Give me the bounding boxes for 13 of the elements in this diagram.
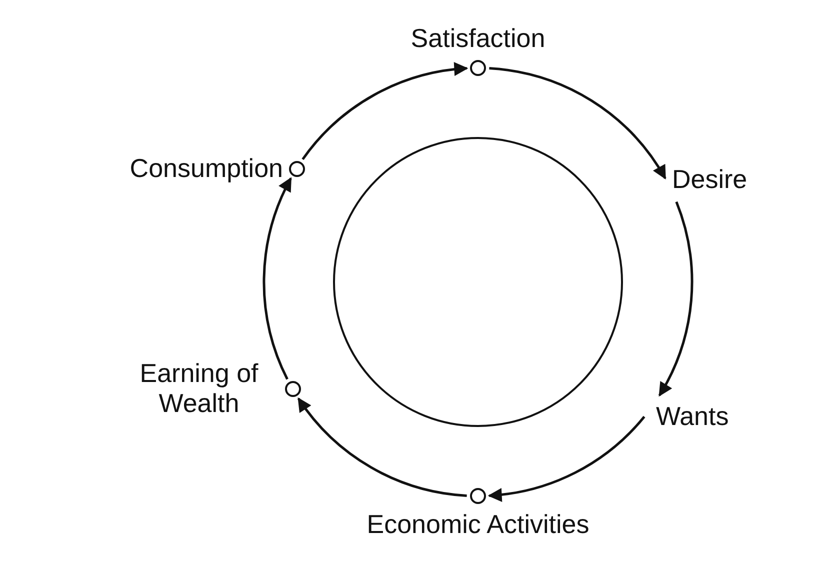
arrow xyxy=(302,62,468,160)
arrow xyxy=(488,416,646,502)
node-label: Economic Activities xyxy=(366,510,590,540)
arrow xyxy=(489,67,666,180)
circle-shape xyxy=(333,137,623,427)
node-label: Desire xyxy=(672,165,748,195)
node-label: Consumption xyxy=(130,154,283,184)
arrow xyxy=(262,177,292,380)
arrow xyxy=(658,201,694,397)
node-label: Earning of Wealth xyxy=(138,359,260,419)
node-label: Satisfaction xyxy=(410,24,546,54)
node-label: Wants xyxy=(656,402,729,432)
arrow xyxy=(298,397,467,497)
